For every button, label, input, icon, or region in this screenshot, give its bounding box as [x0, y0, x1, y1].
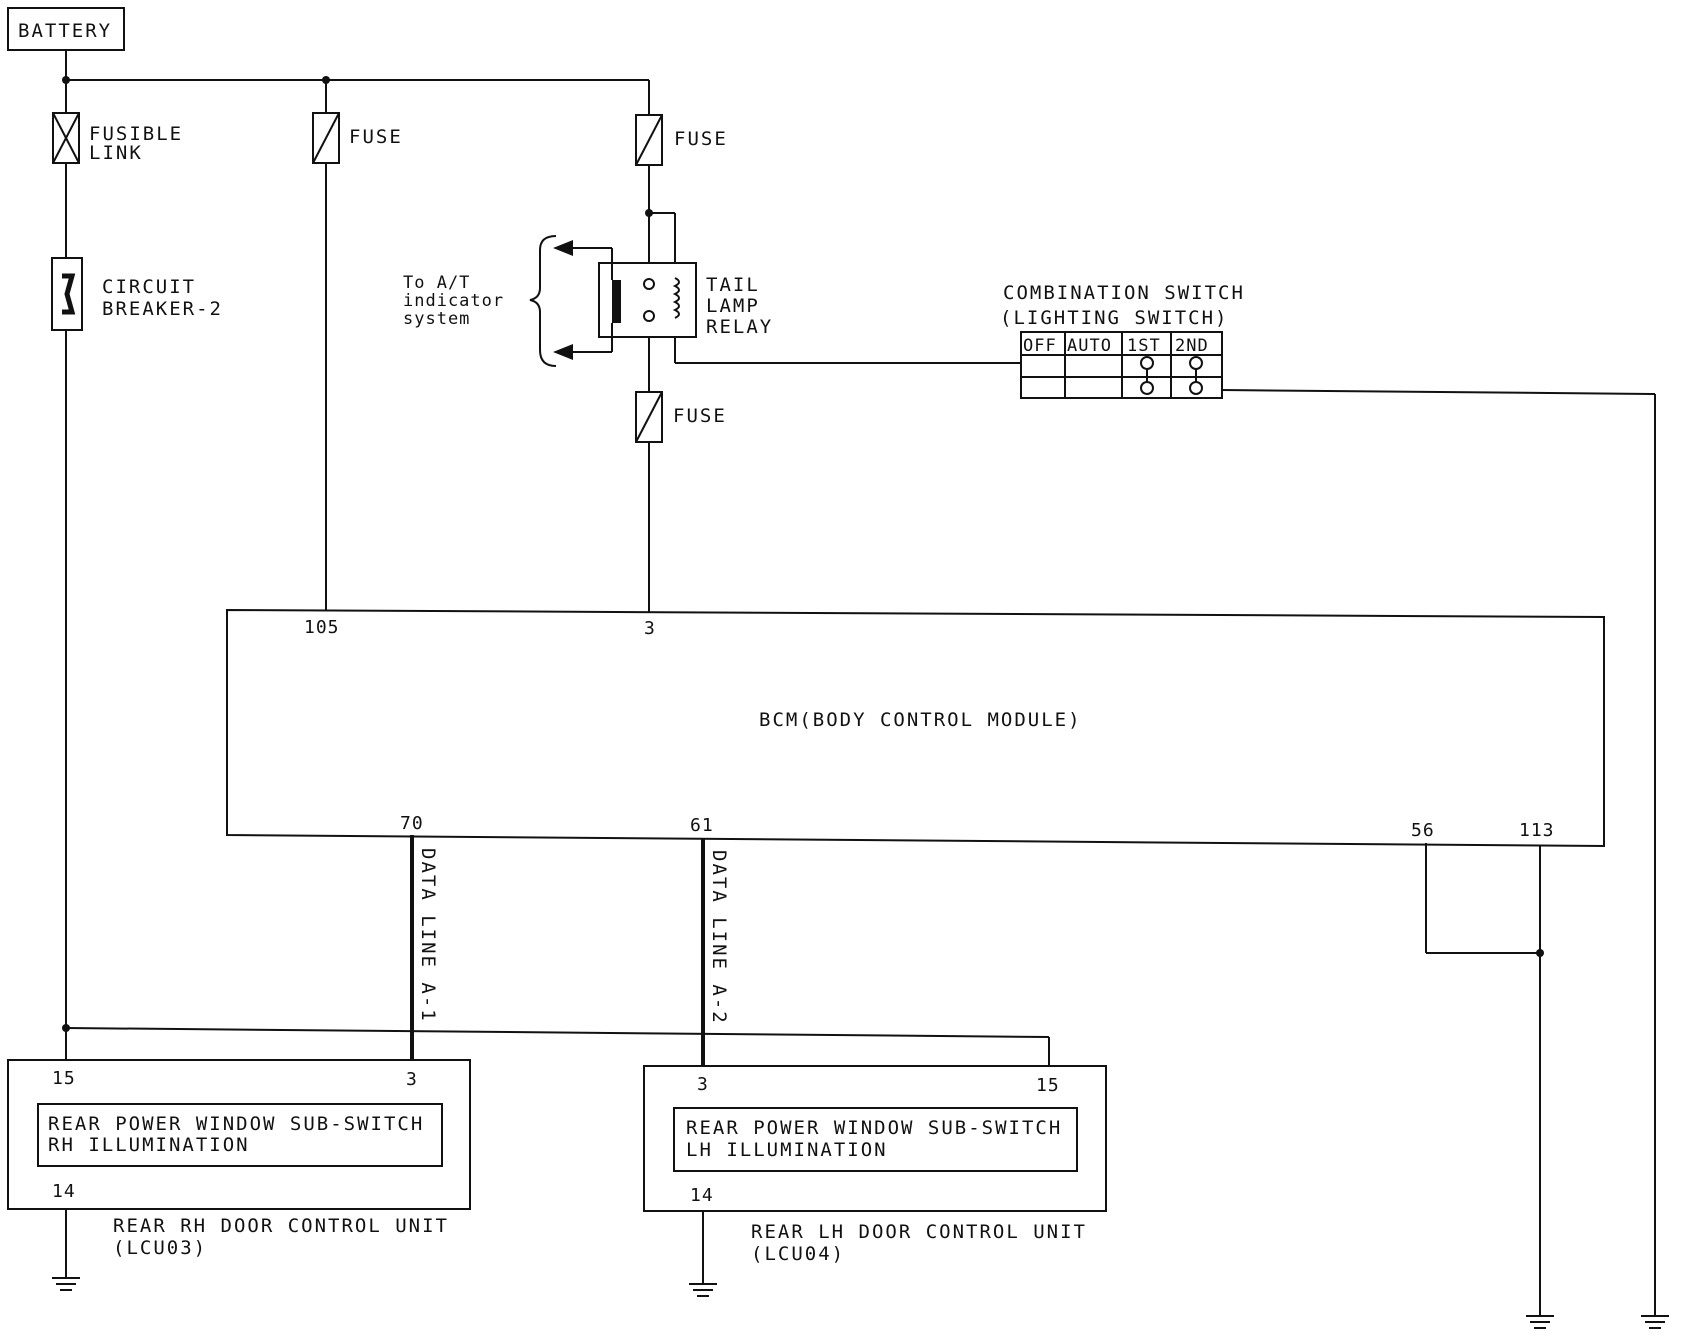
rh-sub-switch-label-1: REAR POWER WINDOW SUB-SWITCH	[48, 1113, 424, 1135]
ground-icon	[1641, 1315, 1669, 1329]
circuit-breaker-symbol	[51, 257, 83, 331]
illumination-bus-wire	[65, 1027, 1050, 1038]
fuse-label: FUSE	[349, 126, 403, 148]
ground-icon	[1526, 1315, 1554, 1329]
rear-lh-door-unit-label-1: REAR LH DOOR CONTROL UNIT	[751, 1221, 1087, 1243]
fusible-link-label-2: LINK	[89, 142, 143, 164]
fusible-link-symbol	[52, 112, 80, 164]
lh-pin-15: 15	[1036, 1075, 1060, 1096]
wire-switch-to-ground	[1221, 389, 1656, 395]
fuse-symbol	[635, 391, 663, 443]
circuit-breaker-label-2: BREAKER-2	[102, 298, 223, 320]
data-line-a2-label: DATA LINE A-2	[708, 850, 730, 1025]
bcm-box	[226, 608, 1605, 848]
rh-sub-switch-box	[37, 1103, 443, 1167]
fuse-symbol	[635, 114, 663, 166]
arrow-icon	[553, 240, 573, 256]
switch-position-off: OFF	[1023, 336, 1057, 356]
battery-box	[7, 7, 125, 51]
bcm-pin-105: 105	[304, 617, 340, 638]
switch-position-auto: AUTO	[1067, 336, 1112, 356]
lh-sub-switch-box	[673, 1107, 1078, 1172]
battery-label: BATTERY	[18, 20, 112, 42]
tail-lamp-relay-symbol	[598, 262, 697, 338]
switch-position-1st: 1ST	[1127, 336, 1161, 356]
at-indicator-label-1: To A/T	[403, 273, 470, 293]
brace-icon	[529, 235, 557, 367]
bcm-label: BCM(BODY CONTROL MODULE)	[759, 709, 1082, 731]
tail-lamp-label-1: TAIL	[706, 274, 760, 296]
fuse-label: FUSE	[673, 405, 727, 427]
arrow-icon	[553, 344, 573, 360]
lh-pin-3: 3	[697, 1074, 709, 1095]
bcm-pin-113: 113	[1519, 820, 1555, 841]
switch-position-2nd: 2ND	[1175, 336, 1209, 356]
rear-rh-door-unit-label-1: REAR RH DOOR CONTROL UNIT	[113, 1215, 449, 1237]
bcm-pin-61: 61	[690, 815, 714, 836]
fusible-link-label-1: FUSIBLE	[89, 123, 183, 145]
combination-switch-label-2: (LIGHTING SWITCH)	[1000, 307, 1228, 329]
bcm-pin-70: 70	[400, 813, 424, 834]
rh-pin-15: 15	[52, 1068, 76, 1089]
rh-pin-3: 3	[406, 1069, 418, 1090]
lh-sub-switch-label-2: LH ILLUMINATION	[686, 1139, 888, 1161]
fuse-label: FUSE	[674, 128, 728, 150]
lighting-switch-table: OFF AUTO 1ST 2ND	[1020, 331, 1223, 399]
bcm-pin-56: 56	[1411, 820, 1435, 841]
circuit-breaker-label-1: CIRCUIT	[102, 276, 196, 298]
rear-rh-door-unit-label-2: (LCU03)	[113, 1237, 207, 1259]
rh-pin-14: 14	[52, 1181, 76, 1202]
rear-lh-door-unit-label-2: (LCU04)	[751, 1243, 845, 1265]
lh-pin-14: 14	[690, 1185, 714, 1206]
at-indicator-label-2: indicator	[403, 291, 504, 311]
tail-lamp-label-2: LAMP	[706, 295, 760, 317]
ground-icon	[52, 1277, 80, 1291]
bcm-pin-3: 3	[644, 618, 656, 639]
data-line-a1-label: DATA LINE A-1	[417, 848, 439, 1023]
fuse-symbol	[312, 112, 340, 164]
lh-sub-switch-label-1: REAR POWER WINDOW SUB-SWITCH	[686, 1117, 1062, 1139]
at-indicator-label-3: system	[403, 309, 470, 329]
junction-dot	[1536, 949, 1544, 957]
tail-lamp-label-3: RELAY	[706, 316, 773, 338]
combination-switch-label-1: COMBINATION SWITCH	[1003, 282, 1245, 304]
ground-icon	[689, 1283, 717, 1297]
rh-sub-switch-label-2: RH ILLUMINATION	[48, 1134, 250, 1156]
